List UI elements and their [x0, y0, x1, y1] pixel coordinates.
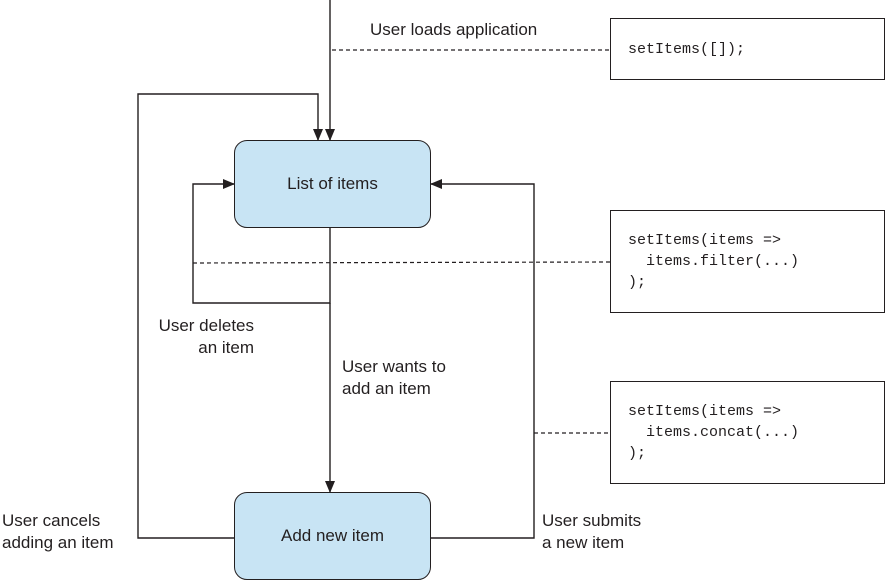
label-user-loads-application: User loads application [370, 20, 538, 39]
label-user-cancels: User cancels adding an item [2, 511, 114, 552]
add-new-item-label: Add new item [281, 526, 384, 545]
add-new-item-node: Add new item [234, 492, 431, 580]
code-box-filter: setItems(items => items.filter(...) ); [610, 210, 885, 313]
code-line: setItems(items => [628, 232, 782, 249]
list-of-items-node: List of items [234, 140, 431, 228]
code-line: items.filter(...) [628, 253, 800, 270]
label-user-submits: User submits a new item [542, 511, 642, 552]
label-user-wants-to-add: User wants to add an item [342, 357, 446, 398]
list-of-items-label: List of items [287, 174, 378, 193]
code-line: setItems(items => [628, 403, 782, 420]
code-box-init: setItems([]); [610, 18, 885, 80]
submit-arrow [430, 179, 535, 539]
code-box-concat: setItems(items => items.concat(...) ); [610, 381, 885, 484]
code-line: ); [628, 274, 647, 291]
delete-arrow [192, 179, 331, 304]
code-line: items.concat(...) [628, 424, 800, 441]
dashed-connector-filter [192, 261, 611, 264]
label-user-deletes: User deletes an item [158, 316, 254, 357]
code-line: ); [628, 445, 647, 462]
code-line: setItems([]); [628, 40, 746, 58]
cancel-arrow [137, 93, 323, 539]
